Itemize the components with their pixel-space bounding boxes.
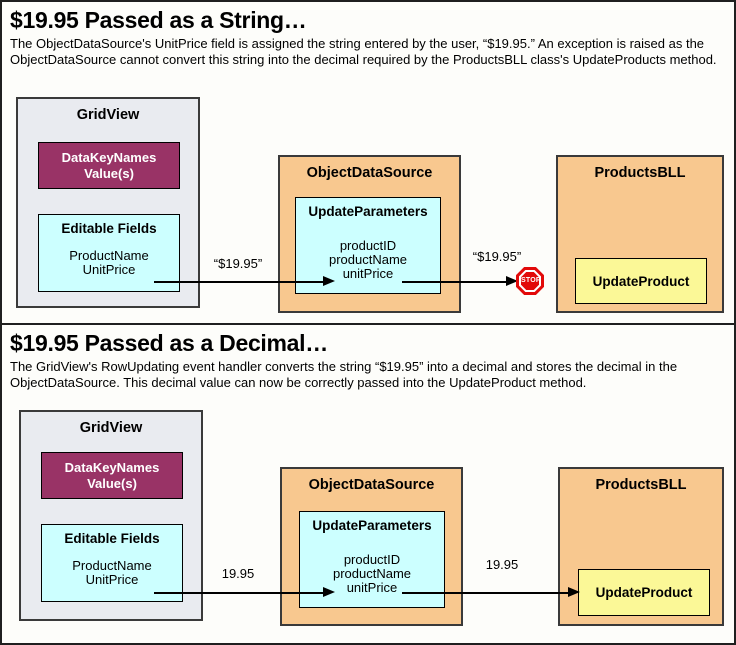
objectdatasource-box: ObjectDataSource UpdateParameters produc… — [280, 467, 463, 626]
productsbll-box: ProductsBLL UpdateProduct — [558, 467, 724, 626]
gridview-box: GridView DataKeyNames Value(s) Editable … — [19, 410, 203, 621]
objectdatasource-box: ObjectDataSource UpdateParameters produc… — [278, 155, 461, 313]
datakeynames-line1: DataKeyNames — [64, 459, 160, 475]
arrow-label-decimal-2: 19.95 — [485, 557, 519, 572]
datakeynames-line1: DataKeyNames — [61, 149, 157, 165]
productsbll-title: ProductsBLL — [594, 165, 686, 181]
arrow-label-string-2: “$19.95” — [472, 249, 522, 264]
arrow-gridview-to-ods — [154, 592, 324, 594]
updateproduct-box: UpdateProduct — [575, 258, 707, 304]
param-productname: productName — [328, 252, 408, 267]
productsbll-title: ProductsBLL — [595, 477, 687, 493]
arrow-label-decimal-1: 19.95 — [221, 566, 255, 581]
param-unitprice: unitPrice — [342, 266, 394, 281]
param-productid: productID — [343, 552, 401, 567]
panel-string: $19.95 Passed as a String… The ObjectDat… — [0, 0, 736, 323]
updateproduct-label: UpdateProduct — [595, 585, 693, 600]
objectdatasource-title: ObjectDataSource — [308, 477, 435, 493]
updateparameters-title: UpdateParameters — [312, 518, 432, 533]
stop-icon: STOP — [516, 267, 544, 295]
field-unitprice: UnitPrice — [82, 262, 136, 277]
stop-icon-text: STOP — [521, 272, 539, 290]
editable-fields-box: Editable Fields ProductName UnitPrice — [38, 214, 180, 292]
gridview-title: GridView — [79, 420, 143, 436]
gridview-box: GridView DataKeyNames Value(s) Editable … — [16, 97, 200, 308]
arrowhead-icon — [323, 276, 335, 286]
arrow-gridview-to-ods — [154, 281, 324, 283]
updateparameters-box: UpdateParameters productID productName u… — [299, 511, 445, 608]
page-title: $19.95 Passed as a Decimal… — [10, 330, 328, 356]
objectdatasource-title: ObjectDataSource — [306, 165, 433, 181]
editable-fields-box: Editable Fields ProductName UnitPrice — [41, 524, 183, 602]
datakeynames-box: DataKeyNames Value(s) — [38, 142, 180, 189]
updateparameters-title: UpdateParameters — [308, 204, 428, 219]
datakeynames-line2: Value(s) — [84, 165, 134, 181]
arrow-ods-to-bll — [402, 592, 569, 594]
param-unitprice: unitPrice — [346, 580, 398, 595]
updateproduct-box: UpdateProduct — [578, 569, 710, 616]
panel-description: The ObjectDataSource's UnitPrice field i… — [10, 36, 717, 67]
param-productid: productID — [339, 238, 397, 253]
field-productname: ProductName — [69, 248, 149, 263]
panel-decimal: $19.95 Passed as a Decimal… The GridView… — [0, 323, 736, 645]
editable-fields-title: Editable Fields — [61, 221, 157, 236]
updateproduct-label: UpdateProduct — [592, 273, 690, 289]
arrow-ods-to-bll — [402, 281, 507, 283]
productsbll-box: ProductsBLL UpdateProduct — [556, 155, 724, 313]
arrow-label-string-1: “$19.95” — [213, 256, 263, 271]
page-title: $19.95 Passed as a String… — [10, 7, 307, 33]
panel-description: The GridView's RowUpdating event handler… — [10, 359, 678, 390]
datakeynames-box: DataKeyNames Value(s) — [41, 452, 183, 499]
arrowhead-icon — [568, 587, 580, 597]
gridview-title: GridView — [76, 107, 140, 123]
field-productname: ProductName — [72, 558, 152, 573]
field-unitprice: UnitPrice — [85, 572, 139, 587]
arrowhead-icon — [323, 587, 335, 597]
datakeynames-line2: Value(s) — [87, 475, 137, 491]
param-productname: productName — [332, 566, 412, 581]
arrowhead-icon — [506, 276, 518, 286]
editable-fields-title: Editable Fields — [64, 531, 160, 546]
updateparameters-box: UpdateParameters productID productName u… — [295, 197, 441, 294]
